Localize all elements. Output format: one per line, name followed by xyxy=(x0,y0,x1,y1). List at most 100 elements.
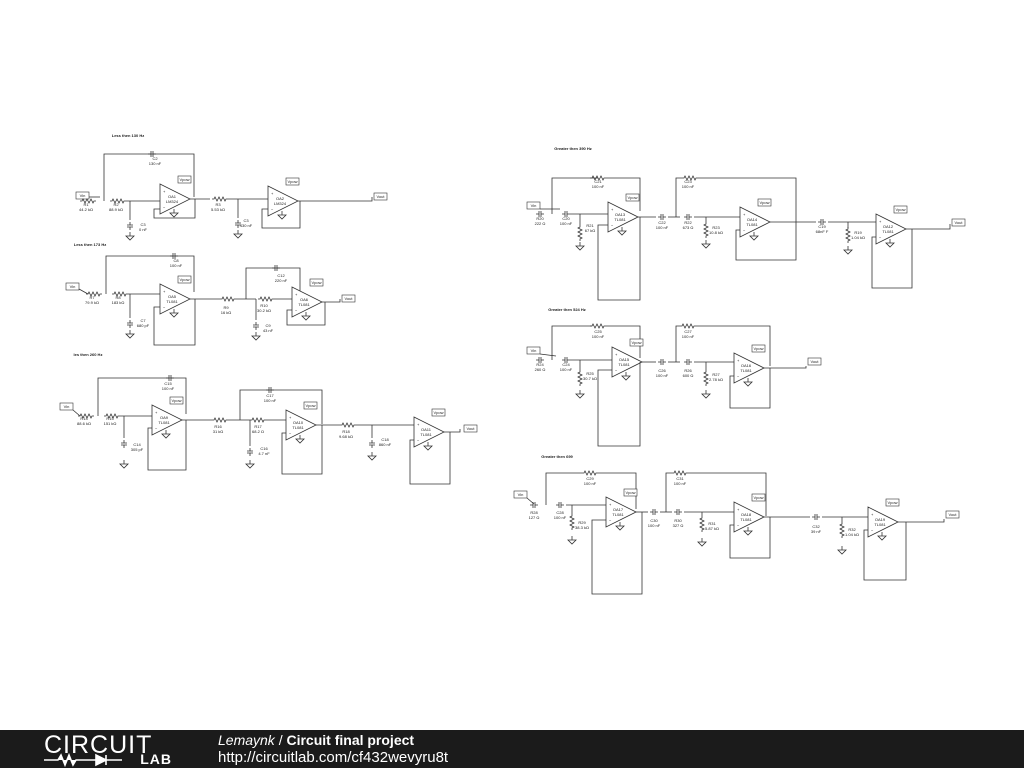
op-amp-minus[interactable]: − xyxy=(609,518,612,523)
capacitor[interactable] xyxy=(166,375,174,381)
vout-port[interactable] xyxy=(951,218,966,227)
project-url[interactable]: http://circuitlab.com/cf432wevyru8t xyxy=(218,749,449,766)
vin-port[interactable] xyxy=(59,402,74,411)
vin-port[interactable] xyxy=(513,490,528,499)
op-amp[interactable] xyxy=(611,346,643,378)
op-amp-ref[interactable]: OA9 xyxy=(160,415,169,420)
vin-port[interactable] xyxy=(526,201,541,210)
vpwr-port[interactable] xyxy=(169,396,184,405)
resistor[interactable] xyxy=(78,413,94,419)
capacitor[interactable] xyxy=(818,219,826,225)
capacitor[interactable] xyxy=(684,214,692,220)
vpwr-port[interactable] xyxy=(431,408,446,417)
op-amp-model[interactable]: TL081 xyxy=(612,512,624,517)
vpwr-port-label[interactable]: Vpow xyxy=(631,340,641,345)
op-amp-model[interactable]: TL081 xyxy=(874,522,886,527)
resistor[interactable] xyxy=(672,470,688,476)
capacitor[interactable] xyxy=(658,214,666,220)
capacitor[interactable] xyxy=(536,211,544,217)
op-amp-ref[interactable]: OA15 xyxy=(619,357,630,362)
vpwr-port[interactable] xyxy=(623,488,638,497)
op-amp-minus[interactable]: − xyxy=(879,235,882,240)
op-amp-plus[interactable]: + xyxy=(879,219,882,224)
resistor[interactable] xyxy=(212,196,228,202)
vpwr-port[interactable] xyxy=(285,177,300,186)
vpwr-port-label[interactable]: Vpow xyxy=(171,398,181,403)
vout-port[interactable] xyxy=(341,294,356,303)
capacitor[interactable] xyxy=(266,387,274,393)
op-amp-ref[interactable]: OA2 xyxy=(276,196,285,201)
op-amp-plus[interactable]: + xyxy=(163,189,166,194)
vin-port-label[interactable]: Vin xyxy=(64,404,70,409)
op-amp-model[interactable]: TL081 xyxy=(618,362,630,367)
vin-port[interactable] xyxy=(526,346,541,355)
op-amp-ref[interactable]: OA19 xyxy=(875,517,886,522)
vin-port-label[interactable]: Vin xyxy=(518,492,524,497)
op-amp-plus[interactable]: + xyxy=(871,512,874,517)
capacitor[interactable] xyxy=(650,509,658,515)
op-amp-ref[interactable]: OA14 xyxy=(747,217,758,222)
capacitor[interactable] xyxy=(272,265,280,271)
op-amp-minus[interactable]: − xyxy=(871,528,874,533)
vin-port-label[interactable]: Vin xyxy=(531,348,537,353)
resistor[interactable] xyxy=(680,323,696,329)
vpwr-port[interactable] xyxy=(751,493,766,502)
op-amp[interactable] xyxy=(605,496,637,528)
op-amp-minus[interactable]: − xyxy=(155,426,158,431)
op-amp-model[interactable]: TL081 xyxy=(298,302,310,307)
capacitor[interactable] xyxy=(658,359,666,365)
vin-port-label[interactable]: Vin xyxy=(80,193,86,198)
capacitor[interactable] xyxy=(562,211,570,217)
op-amp[interactable] xyxy=(267,185,299,217)
vout-port-label[interactable]: Vout xyxy=(810,359,819,364)
resistor[interactable] xyxy=(582,470,598,476)
vpwr-port-label[interactable]: Vpow xyxy=(179,177,189,182)
capacitor[interactable] xyxy=(562,357,570,363)
op-amp-ref[interactable]: OA17 xyxy=(613,507,624,512)
resistor[interactable] xyxy=(845,227,851,243)
op-amp-ref[interactable]: OA5 xyxy=(168,294,177,299)
vpwr-port-label[interactable]: Vpow xyxy=(887,500,897,505)
op-amp[interactable] xyxy=(739,206,771,238)
vpwr-port[interactable] xyxy=(309,278,324,287)
op-amp-ref[interactable]: OA13 xyxy=(615,212,626,217)
resistor[interactable] xyxy=(340,422,356,428)
op-amp-minus[interactable]: − xyxy=(163,305,166,310)
resistor[interactable] xyxy=(577,370,583,386)
op-amp-minus[interactable]: − xyxy=(289,431,292,436)
op-amp[interactable] xyxy=(159,183,191,215)
op-amp-plus[interactable]: + xyxy=(271,191,274,196)
op-amp-minus[interactable]: − xyxy=(615,368,618,373)
vpwr-port-label[interactable]: Vpow xyxy=(895,207,905,212)
resistor[interactable] xyxy=(590,323,606,329)
op-amp-plus[interactable]: + xyxy=(737,507,740,512)
op-amp-minus[interactable]: − xyxy=(163,205,166,210)
vpwr-port[interactable] xyxy=(177,175,192,184)
resistor[interactable] xyxy=(577,225,583,241)
vout-port-label[interactable]: Vout xyxy=(344,296,353,301)
op-amp-minus[interactable]: − xyxy=(295,308,298,313)
vout-port-label[interactable]: Vout xyxy=(466,426,475,431)
op-amp-minus[interactable]: − xyxy=(271,207,274,212)
vout-port[interactable] xyxy=(807,357,822,366)
resistor[interactable] xyxy=(250,417,266,423)
vpwr-port-label[interactable]: Vpow xyxy=(753,495,763,500)
op-amp[interactable] xyxy=(733,352,765,384)
resistor[interactable] xyxy=(569,514,575,530)
op-amp-ref[interactable]: OA11 xyxy=(421,427,432,432)
op-amp-plus[interactable]: + xyxy=(163,289,166,294)
resistor[interactable] xyxy=(703,222,709,238)
op-amp-model[interactable]: TL081 xyxy=(740,368,752,373)
op-amp-model[interactable]: TL081 xyxy=(292,425,304,430)
capacitor[interactable] xyxy=(148,151,156,157)
capacitor[interactable] xyxy=(530,502,538,508)
op-amp[interactable] xyxy=(291,286,323,318)
op-amp[interactable] xyxy=(151,404,183,436)
resistor[interactable] xyxy=(212,417,228,423)
vpwr-port-label[interactable]: Vpow xyxy=(305,403,315,408)
vin-port-label[interactable]: Vin xyxy=(70,284,76,289)
op-amp-plus[interactable]: + xyxy=(289,415,292,420)
op-amp-plus[interactable]: + xyxy=(611,207,614,212)
resistor[interactable] xyxy=(80,198,96,204)
vpwr-port-label[interactable]: Vpow xyxy=(311,280,321,285)
